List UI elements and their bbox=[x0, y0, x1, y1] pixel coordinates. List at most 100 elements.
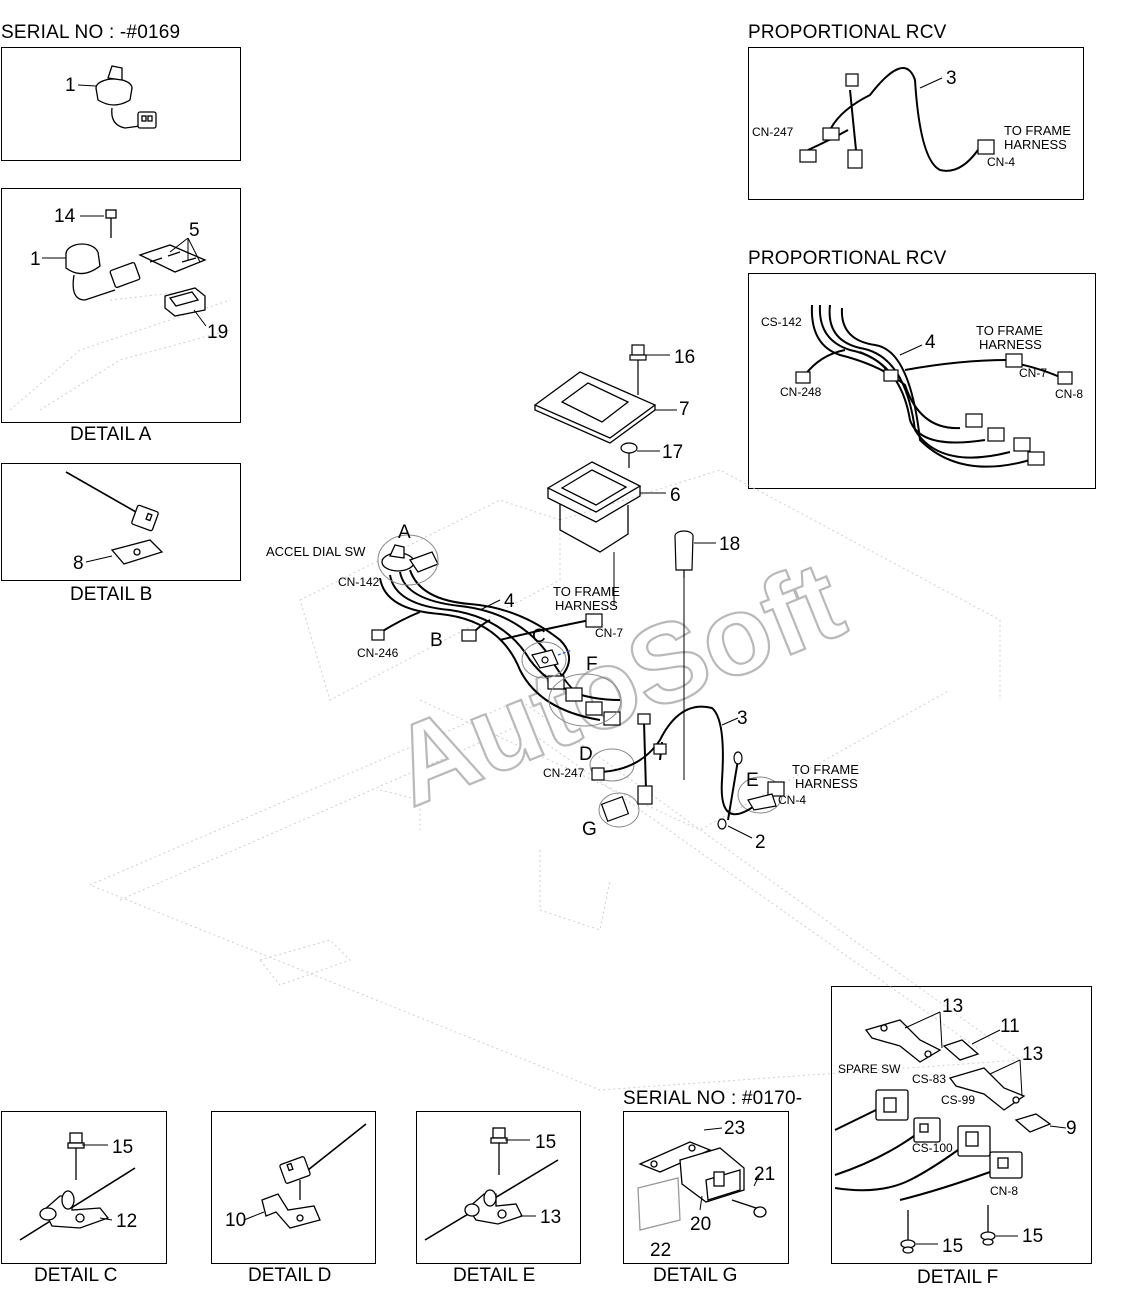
detail-d-frame bbox=[211, 1111, 376, 1264]
part-number-1-top: 1 bbox=[65, 75, 76, 96]
part-number-10: 10 bbox=[225, 1210, 246, 1231]
prop-rcv-1-frame bbox=[748, 47, 1084, 200]
prop-rcv-2-title: PROPORTIONAL RCV bbox=[748, 248, 947, 269]
part-number-15-f-right: 15 bbox=[1022, 1226, 1043, 1247]
prop-rcv-2-connectors bbox=[795, 353, 1073, 466]
part-number-4-main: 4 bbox=[504, 591, 515, 612]
clamp-c bbox=[531, 649, 559, 669]
part-number-8: 8 bbox=[73, 553, 84, 574]
part-number-22: 22 bbox=[650, 1240, 671, 1261]
main-harness-connectors bbox=[371, 613, 621, 726]
part-number-14: 14 bbox=[54, 206, 76, 227]
detail-f-parts bbox=[864, 1019, 1052, 1254]
detail-f-callout-circle bbox=[548, 673, 622, 727]
part-number-9: 9 bbox=[1066, 1118, 1077, 1139]
label-to-frame-main1: TO FRAME bbox=[553, 584, 620, 599]
part-number-21: 21 bbox=[754, 1164, 775, 1185]
detail-e-caption: DETAIL E bbox=[453, 1265, 536, 1286]
part-number-2: 2 bbox=[755, 832, 766, 853]
detail-a-callout-circle bbox=[377, 534, 439, 586]
boot-6 bbox=[546, 461, 642, 553]
label-to-frame-rcv1: TO FRAME bbox=[1004, 123, 1071, 138]
label-cs99: CS-99 bbox=[941, 1093, 975, 1107]
part-number-11: 11 bbox=[1000, 1016, 1020, 1037]
label-cs142-rcv: CS-142 bbox=[761, 315, 802, 329]
detail-b-parts bbox=[65, 471, 164, 565]
detail-g-callout-circle bbox=[598, 792, 640, 828]
part-number-1-detail-a: 1 bbox=[30, 249, 41, 270]
detail-e-parts bbox=[424, 1127, 559, 1241]
label-cn247-main: CN-247 bbox=[543, 766, 585, 780]
label-cn247-rcv: CN-247 bbox=[752, 125, 794, 139]
part-number-16: 16 bbox=[674, 347, 695, 368]
label-cn248-rcv: CN-248 bbox=[780, 385, 822, 399]
detail-f-wires bbox=[834, 1109, 991, 1201]
part-number-18: 18 bbox=[719, 534, 740, 555]
detail-g-caption: DETAIL G bbox=[653, 1265, 738, 1286]
part-number-3-main: 3 bbox=[737, 708, 748, 729]
part-number-23: 23 bbox=[724, 1118, 745, 1139]
callout-letter-f: F bbox=[586, 654, 598, 675]
serial-top-title: SERIAL NO : -#0169 bbox=[1, 22, 181, 43]
detail-c-parts bbox=[19, 1132, 136, 1241]
label-harness-main1: HARNESS bbox=[555, 598, 618, 613]
part-number-5: 5 bbox=[189, 220, 200, 241]
accel-dial-switch-old bbox=[95, 65, 157, 129]
part-number-6: 6 bbox=[670, 485, 681, 506]
part-number-15-e: 15 bbox=[535, 1132, 556, 1153]
detail-c-frame bbox=[1, 1111, 167, 1264]
part-number-20: 20 bbox=[690, 1214, 711, 1235]
cab-floor-outline bbox=[88, 469, 1022, 1091]
label-spare-sw: SPARE SW bbox=[838, 1062, 901, 1076]
washer-17 bbox=[620, 442, 638, 468]
detail-b-frame bbox=[1, 463, 241, 581]
serial-bottom-title: SERIAL NO : #0170- bbox=[623, 1088, 803, 1109]
part-number-13-e: 13 bbox=[540, 1207, 561, 1228]
detail-a-caption: DETAIL A bbox=[70, 424, 152, 445]
part-number-17: 17 bbox=[662, 442, 683, 463]
label-cn142: CN-142 bbox=[338, 575, 380, 589]
accel-dial-switch-a bbox=[381, 544, 439, 573]
part-number-3-rcv: 3 bbox=[946, 68, 957, 89]
bolt-16 bbox=[629, 344, 647, 395]
label-to-frame-rcv2: TO FRAME bbox=[976, 323, 1043, 338]
detail-f-caption: DETAIL F bbox=[917, 1267, 999, 1288]
label-harness-rcv1: HARNESS bbox=[1004, 137, 1067, 152]
callout-letter-d: D bbox=[579, 744, 593, 765]
harness-3-connectors bbox=[591, 713, 785, 830]
label-cn4-main: CN-4 bbox=[778, 793, 806, 807]
label-harness-rcv2: HARNESS bbox=[979, 337, 1042, 352]
watermark: AutoSoft bbox=[374, 537, 859, 830]
label-cn8-rcv: CN-8 bbox=[1055, 387, 1083, 401]
callout-letter-a: A bbox=[398, 522, 411, 543]
part-number-12: 12 bbox=[116, 1211, 137, 1232]
detail-a-parts bbox=[65, 209, 207, 317]
detail-c-caption: DETAIL C bbox=[34, 1265, 118, 1286]
label-accel-dial-sw: ACCEL DIAL SW bbox=[266, 544, 366, 559]
part-number-7: 7 bbox=[679, 399, 690, 420]
part-number-4-rcv: 4 bbox=[925, 332, 936, 353]
detail-d-callout-circle bbox=[589, 748, 635, 782]
detail-b-caption: DETAIL B bbox=[70, 584, 153, 605]
part-number-15-f-left: 15 bbox=[942, 1236, 963, 1257]
callout-letter-c: C bbox=[532, 626, 546, 647]
detail-c-callout-circle bbox=[521, 641, 567, 679]
callout-letter-b: B bbox=[430, 630, 443, 651]
prop-rcv-1-connectors bbox=[799, 73, 995, 169]
label-cn8-f: CN-8 bbox=[990, 1184, 1018, 1198]
detail-d-parts bbox=[261, 1123, 367, 1229]
detail-g-parts bbox=[637, 1141, 767, 1231]
part-number-19: 19 bbox=[207, 322, 228, 343]
part-number-15-c: 15 bbox=[112, 1137, 133, 1158]
label-cn7-rcv: CN-7 bbox=[1019, 366, 1047, 380]
part-number-13-f-top: 13 bbox=[942, 996, 963, 1017]
label-cn7-main: CN-7 bbox=[595, 626, 623, 640]
boot-plate-7 bbox=[533, 371, 657, 444]
callout-letter-g: G bbox=[582, 819, 597, 840]
prop-rcv-1-title: PROPORTIONAL RCV bbox=[748, 22, 947, 43]
label-cn246: CN-246 bbox=[357, 646, 399, 660]
callout-letter-e: E bbox=[746, 770, 759, 791]
label-cs100: CS-100 bbox=[912, 1141, 953, 1155]
detail-d-caption: DETAIL D bbox=[248, 1265, 332, 1286]
